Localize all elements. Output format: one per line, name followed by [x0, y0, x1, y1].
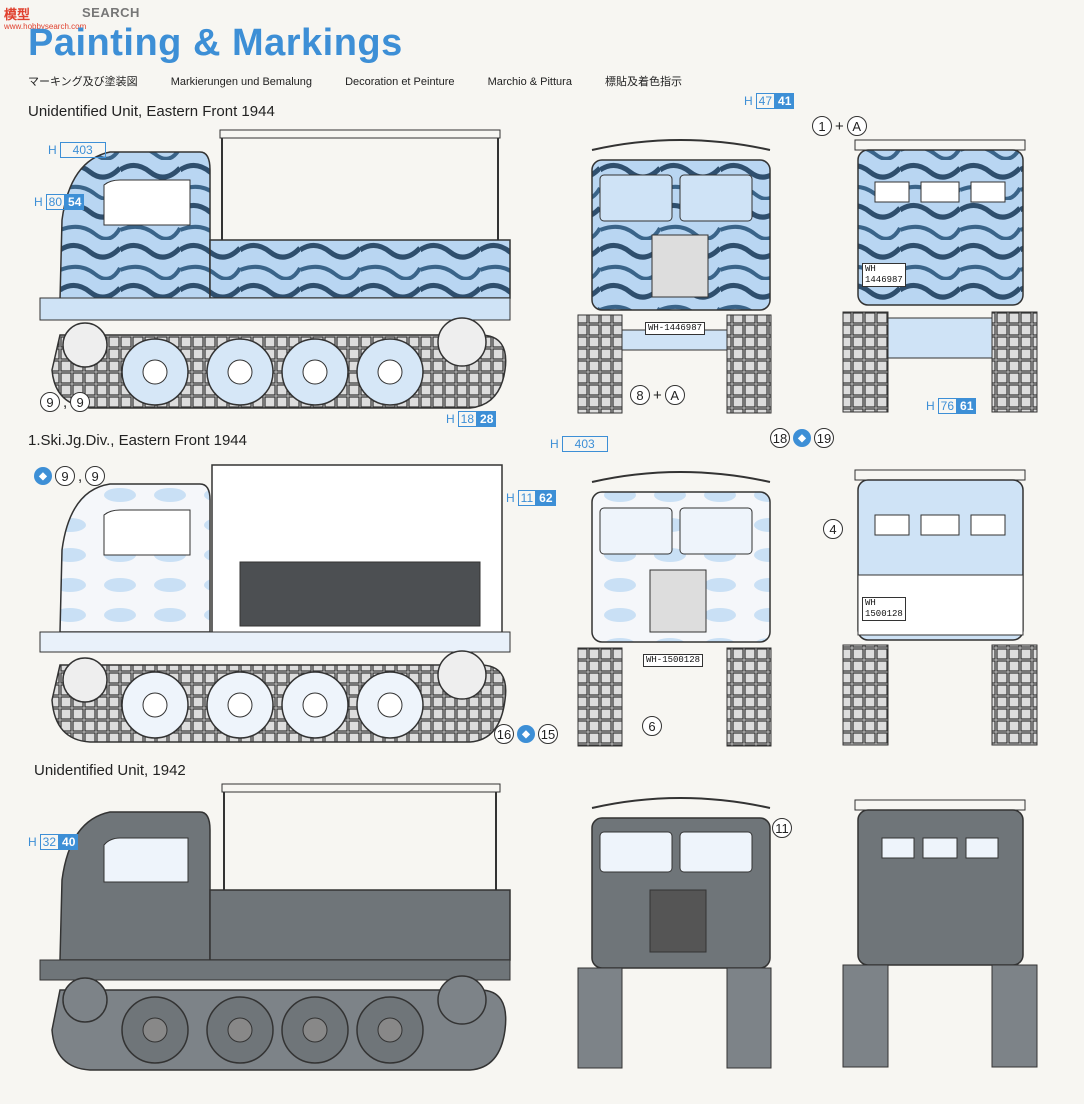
subtitle-jp: マーキング及び塗装図 — [28, 76, 138, 88]
subtitle-cn: 標貼及着色指示 — [605, 76, 683, 88]
watermark-search: SEARCH — [82, 5, 140, 20]
subtitle-de: Markierungen und Bemalung — [170, 76, 312, 88]
decal-sheet-icon: ◆ — [34, 467, 52, 485]
watermark-url: www.hobbysearch.com — [4, 22, 87, 31]
subtitle-fr: Decoration et Peinture — [345, 76, 455, 88]
front-view-2 — [577, 471, 772, 747]
side-view-1 — [39, 129, 511, 409]
decal-callout-rear-2: 4 — [823, 519, 843, 539]
section-title-1: Unidentified Unit, Eastern Front 1944 — [28, 103, 275, 120]
decal-callout-rear-1: 1+A — [812, 116, 867, 136]
watermark-brand: 模型 — [4, 7, 31, 22]
front-view-1 — [577, 139, 772, 414]
decal-callout-side-1: 9,9 — [40, 392, 91, 412]
decal-callout-front-1: 8+A — [630, 385, 685, 405]
side-view-2 — [39, 464, 511, 743]
decal-callout-front-bottom-2: 16◆15 — [494, 724, 558, 744]
decal-callout-plate-2: 6 — [642, 716, 662, 736]
decal-callout-front-3: 11 — [772, 818, 792, 838]
side-view-3 — [39, 783, 511, 1071]
decal-callout-front-top-2: 18◆19 — [770, 428, 834, 448]
subtitle-it: Marchio & Pittura — [487, 76, 572, 88]
section-title-3: Unidentified Unit, 1942 — [34, 762, 186, 779]
subtitle-row: マーキング及び塗装図 Markierungen und Bemalung Dec… — [28, 73, 712, 89]
section-title-2: 1.Ski.Jg.Div., Eastern Front 1944 — [28, 432, 247, 449]
decal-sheet-icon: ◆ — [517, 725, 535, 743]
plate-front-1: WH-1446987 — [645, 322, 706, 335]
front-view-3 — [577, 797, 772, 1069]
decal-sheet-icon: ◆ — [793, 429, 811, 447]
decal-callout-side-2: ◆9,9 — [34, 466, 106, 486]
plate-front-2: WH-1500128 — [643, 654, 704, 667]
page-title: Painting & Markings — [28, 22, 403, 64]
rear-view-3 — [842, 799, 1038, 1068]
